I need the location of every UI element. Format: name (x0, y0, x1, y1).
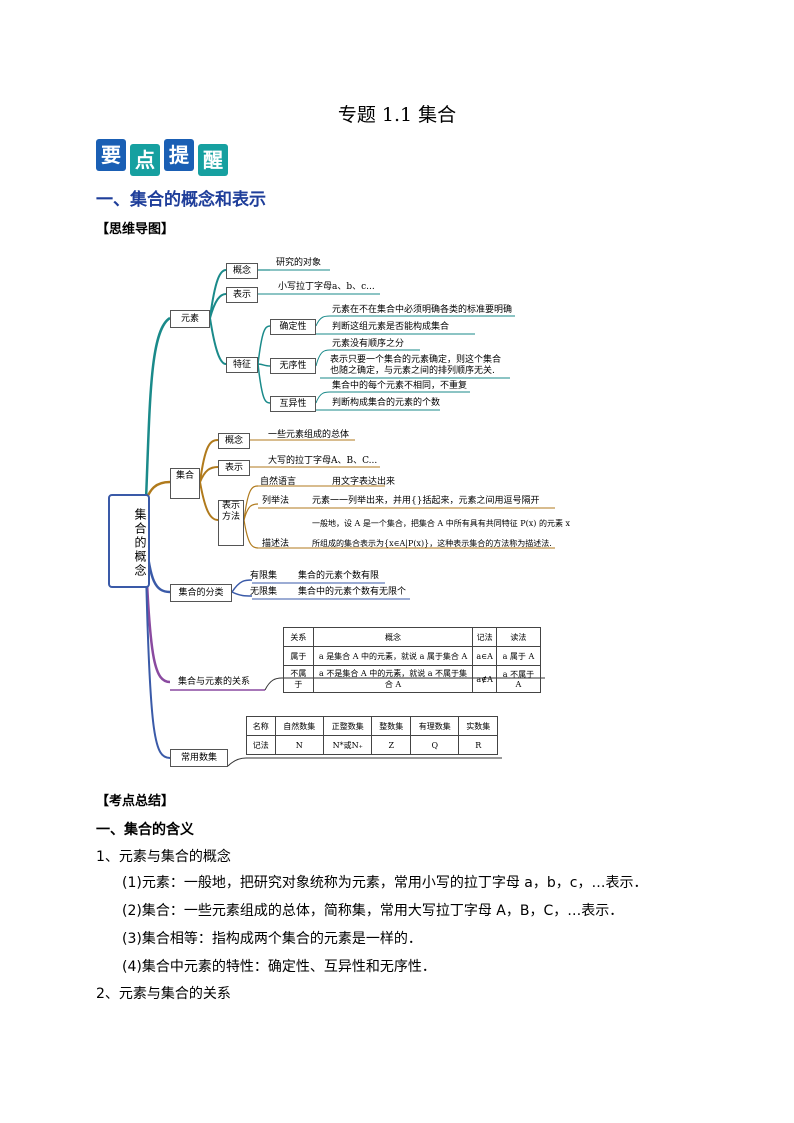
common-sets-header: 名称 (246, 716, 276, 736)
node-set-methods: 表示方法 (218, 500, 244, 546)
determinate-text-2: 判断这组元素是否能构成集合 (332, 322, 450, 332)
node-element-features: 特征 (226, 357, 258, 373)
node-determinate: 确定性 (270, 319, 316, 335)
node-element-notation: 表示 (226, 287, 258, 303)
relation-cell: 不属于 (283, 665, 314, 693)
method-natural-text: 用文字表达出来 (332, 477, 396, 487)
relation-cell: a 不是集合 A 中的元素，就说 a 不属于集合 A (312, 665, 474, 693)
summary-label: 【考点总结】 (96, 794, 175, 809)
relation-header: 关系 (283, 627, 314, 647)
common-sets-cell: N (274, 735, 325, 755)
mindmap-root: 集合的概念 (108, 494, 150, 588)
node-classification: 集合的分类 (170, 584, 232, 602)
node-set-notation: 表示 (218, 460, 250, 476)
element-notation-text: 小写拉丁字母a、b、c... (278, 282, 375, 292)
mindmap-connectors (144, 269, 555, 767)
common-sets-cell: N*或N₊ (323, 735, 373, 755)
common-sets-header: 实数集 (458, 716, 498, 736)
finite-text: 集合的元素个数有限 (298, 571, 380, 581)
mindmap-label: 【思维导图】 (96, 222, 175, 237)
summary-item-2: (2)集合：一些元素组成的总体，简称集，常用大写拉丁字母 A，B，C，…表示． (122, 903, 624, 919)
infinite-text: 集合中的元素个数有无限个 (298, 587, 407, 597)
relation-header: 读法 (495, 627, 542, 647)
node-distinct: 互异性 (270, 396, 316, 412)
node-set: 集合 (170, 468, 200, 499)
node-element: 元素 (170, 310, 210, 328)
summary-heading-2: 1、元素与集合的概念 (96, 849, 231, 865)
common-sets-header: 自然数集 (274, 716, 325, 736)
node-common-sets: 常用数集 (170, 749, 228, 767)
relation-cell: a∉A (472, 665, 497, 693)
summary-item-1: (1)元素：一般地，把研究对象统称为元素，常用小写的拉丁字母 a，b，c，…表示… (122, 875, 648, 891)
summary-heading-3: 2、元素与集合的关系 (96, 986, 231, 1002)
method-listing-text: 元素一一列举出来，并用{}括起来，元素之间用逗号隔开 (312, 496, 540, 506)
summary-heading-1: 一、集合的含义 (96, 822, 194, 838)
relation-header: 记法 (472, 627, 497, 647)
node-finite-label: 有限集 (250, 571, 278, 581)
relation-header: 概念 (312, 627, 474, 647)
badge-char-3: 提 (164, 139, 194, 171)
method-description-text-2: 所组成的集合表示为{x∈A|P(x)}，这种表示集合的方法称为描述法. (312, 539, 552, 548)
common-sets-cell: R (458, 735, 498, 755)
common-sets-table: 名称 自然数集 正整数集 整数集 有理数集 实数集 记法 N N*或N₊ Z Q… (246, 716, 498, 755)
badge-char-1: 要 (96, 139, 126, 171)
node-set-concept: 概念 (218, 433, 250, 449)
badge-char-4: 醒 (198, 144, 228, 176)
method-description-label: 描述法 (262, 539, 290, 549)
unordered-text-3: 也随之确定，与元素之间的排列顺序无关. (330, 366, 495, 376)
section-heading: 一、集合的概念和表示 (96, 190, 266, 210)
common-sets-header: 有理数集 (409, 716, 460, 736)
unordered-text-2: 表示只要一个集合的元素确定，则这个集合 (330, 355, 502, 365)
badge-char-2: 点 (130, 144, 160, 176)
distinct-text-2: 判断构成集合的元素的个数 (332, 398, 441, 408)
common-sets-cell: Q (409, 735, 460, 755)
set-notation-text: 大写的拉丁字母A、B、C... (268, 456, 378, 466)
determinate-text-1: 元素在不在集合中必须明确各类的标准要明确 (332, 305, 513, 315)
relation-cell: a 属于 A (495, 646, 542, 666)
unordered-text-1: 元素没有顺序之分 (332, 339, 405, 349)
distinct-text-1: 集合中的每个元素不相同，不重复 (332, 381, 468, 391)
method-description-text-1: 一般地，设 A 是一个集合，把集合 A 中所有具有共同特征 P(x) 的元素 x (312, 519, 571, 528)
summary-item-3: (3)集合相等：指构成两个集合的元素是一样的． (122, 931, 422, 947)
method-listing-label: 列举法 (262, 496, 290, 506)
set-concept-text: 一些元素组成的总体 (268, 430, 350, 440)
node-relation: 集合与元素的关系 (178, 677, 251, 687)
relation-table: 关系 概念 记法 读法 属于 a 是集合 A 中的元素，就说 a 属于集合 A … (283, 627, 542, 693)
common-sets-header: 正整数集 (323, 716, 373, 736)
page-title: 专题 1.1 集合 (337, 104, 457, 126)
node-unordered: 无序性 (270, 358, 316, 374)
summary-item-4: (4)集合中元素的特性：确定性、互异性和无序性． (122, 959, 436, 975)
relation-cell: a 不属于 A (495, 665, 542, 693)
common-sets-cell: Z (371, 735, 411, 755)
relation-cell: a 是集合 A 中的元素，就说 a 属于集合 A (312, 646, 474, 666)
node-element-concept: 概念 (226, 263, 258, 279)
element-concept-text: 研究的对象 (276, 258, 322, 268)
common-sets-cell: 记法 (246, 735, 276, 755)
method-natural-label: 自然语言 (260, 477, 297, 487)
node-infinite-label: 无限集 (250, 587, 278, 597)
common-sets-header: 整数集 (371, 716, 411, 736)
relation-cell: a∈A (472, 646, 497, 666)
relation-cell: 属于 (283, 646, 314, 666)
